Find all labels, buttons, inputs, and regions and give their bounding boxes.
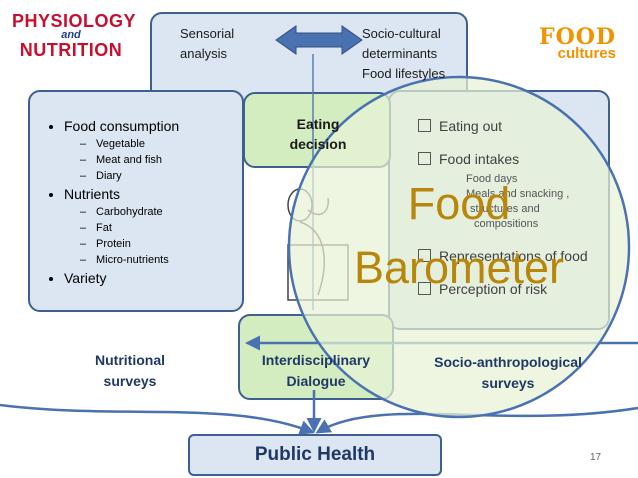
socio-surveys-line: surveys	[481, 375, 535, 391]
sub-item: Food days	[466, 173, 518, 185]
interdisciplinary-dialogue-label: Interdisciplinary Dialogue	[246, 350, 386, 392]
food-barometer-circle	[287, 75, 631, 419]
sub-item: structures and	[470, 203, 540, 215]
list-item: Representations of food	[418, 248, 608, 264]
dialogue-line: Dialogue	[286, 373, 346, 389]
food-lifestyles-line: Food lifestyles	[362, 66, 446, 81]
barometer-line2: Barometer	[353, 242, 565, 293]
list-item: Perception of risk	[418, 281, 608, 297]
logo-left-line2: and	[61, 29, 81, 41]
physiology-nutrition-logo: PHYSIOLOGY and NUTRITION	[12, 11, 137, 60]
sensorial-analysis-label: Sensorial analysis	[180, 26, 235, 61]
sub-item: Meat and fish	[80, 154, 242, 166]
socio-anthropological-line: Socio-anthropological	[434, 354, 582, 370]
logo-right-line2: cultures	[557, 45, 616, 62]
socio-cultural-line2: determinants	[362, 46, 438, 61]
nutritional-line: Nutritional	[95, 352, 165, 368]
public-health-label: Public Health	[254, 444, 376, 465]
logo-left-line3: NUTRITION	[19, 40, 123, 60]
sub-item: Meals and snacking ,	[466, 188, 570, 200]
list-item: Nutrients Carbohydrate Fat Protein Micro…	[64, 186, 242, 266]
list-item: Food intakes Food days Meals and snackin…	[418, 151, 608, 230]
socio-anthropological-surveys-label: Socio-anthropological surveys	[418, 352, 598, 394]
sub-item: Vegetable	[80, 138, 242, 150]
logo-left-line1: PHYSIOLOGY	[12, 11, 137, 31]
nutritional-surveys-label: Nutritional surveys	[60, 350, 200, 392]
food-barometer-title: Food Barometer	[330, 172, 588, 300]
public-health-box	[188, 434, 442, 476]
list-item: Eating out	[418, 118, 608, 134]
socio-cultural-label: Socio-cultural determinants Food lifesty…	[362, 24, 445, 84]
socio-cultural-line1: Socio-cultural	[362, 26, 441, 41]
checkbox-icon	[418, 282, 431, 295]
logo-right-line1: FOOD	[538, 24, 616, 50]
nutrition-content-box	[28, 90, 244, 312]
barometer-line1: Food	[407, 178, 511, 229]
sub-item: Carbohydrate	[80, 206, 242, 218]
decision-line: decision	[289, 136, 347, 152]
sub-item: Protein	[80, 238, 242, 250]
eating-line: Eating	[296, 116, 340, 132]
checkbox-icon	[418, 152, 431, 165]
sub-item: Diary	[80, 170, 242, 182]
nutritional-to-public-health-arrow	[0, 403, 315, 435]
checkbox-icon	[418, 249, 431, 262]
double-arrow-icon	[275, 25, 363, 55]
food-cultures-logo: FOOD cultures	[539, 26, 616, 61]
socio-list: Eating out Food intakes Food days Meals …	[418, 118, 608, 314]
nutrition-list: Food consumption Vegetable Meat and fish…	[46, 116, 242, 288]
sub-item: compositions	[474, 218, 539, 230]
list-item: Variety	[64, 270, 242, 286]
checkbox-icon	[418, 119, 431, 132]
sub-item: Micro-nutrients	[80, 254, 242, 266]
surveys-line: surveys	[103, 373, 157, 389]
page-number: 17	[590, 452, 602, 463]
list-item: Food consumption Vegetable Meat and fish…	[64, 118, 242, 182]
interdisciplinary-line: Interdisciplinary	[261, 352, 371, 368]
eating-decision-label: Eating decision	[272, 114, 364, 154]
sub-item: Fat	[80, 222, 242, 234]
